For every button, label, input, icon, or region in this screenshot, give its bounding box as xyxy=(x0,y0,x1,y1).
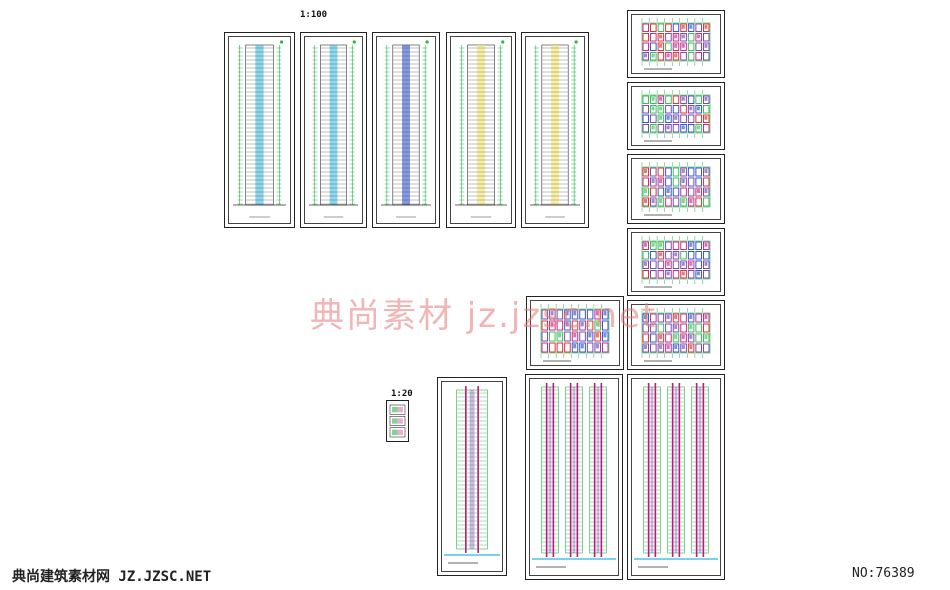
watermark-text: 典尚素材 jz.jzsc.net xyxy=(310,296,658,336)
elevation-sheet-4[interactable] xyxy=(446,32,516,228)
scale-label-details: 1:20 xyxy=(391,389,413,399)
floor-plan-sheet-1[interactable] xyxy=(627,10,725,78)
floor-plan-sheet-2[interactable] xyxy=(627,82,725,150)
section-sheet-2[interactable] xyxy=(525,374,623,580)
elevation-sheet-1[interactable] xyxy=(224,32,295,228)
elevation-sheet-2[interactable] xyxy=(300,32,367,228)
floor-plan-sheet-5[interactable] xyxy=(627,300,725,370)
section-sheet-1[interactable] xyxy=(437,377,507,576)
detail-sheet[interactable] xyxy=(386,400,409,442)
floor-plan-sheet-6[interactable] xyxy=(526,296,624,370)
footer-number: NO:76389 xyxy=(852,566,915,581)
footer-site-name: 典尚建筑素材网 JZ.JZSC.NET xyxy=(12,569,212,585)
elevation-sheet-3[interactable] xyxy=(372,32,440,228)
floor-plan-sheet-4[interactable] xyxy=(627,228,725,296)
elevation-sheet-5[interactable] xyxy=(521,32,589,228)
floor-plan-sheet-3[interactable] xyxy=(627,154,725,224)
section-sheet-3[interactable] xyxy=(627,374,725,580)
scale-label-elevations: 1:100 xyxy=(300,10,328,20)
